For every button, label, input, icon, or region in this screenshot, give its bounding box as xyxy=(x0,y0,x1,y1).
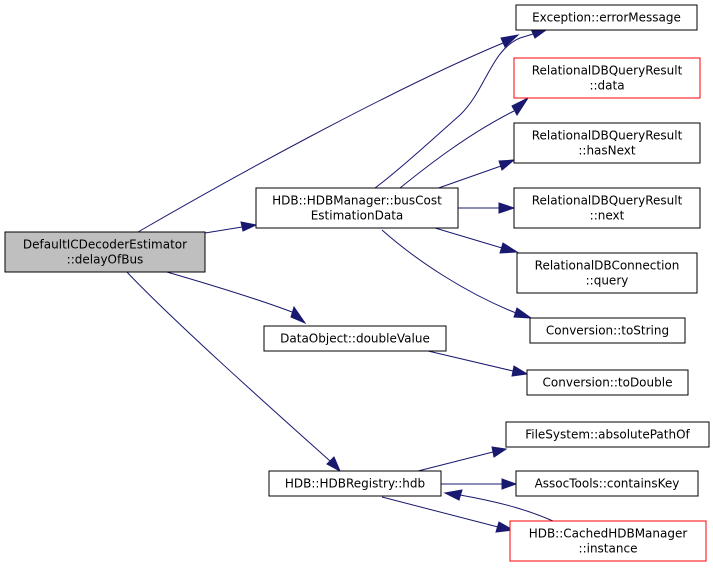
node-double-value[interactable]: DataObject::doubleValue xyxy=(263,325,447,352)
node-box xyxy=(268,470,442,497)
node-label-line: DataObject::doubleValue xyxy=(280,332,430,346)
edge-line xyxy=(374,33,534,189)
edge-arrowhead xyxy=(240,221,258,232)
edge-arrowhead xyxy=(500,34,520,48)
node-box xyxy=(526,369,689,396)
node-label-line: HDB::HDBRegistry::hdb xyxy=(285,477,425,491)
edge-line xyxy=(427,350,514,372)
edge-line xyxy=(137,42,504,233)
edge-arrowhead xyxy=(495,521,515,533)
edge-arrowhead xyxy=(501,478,518,490)
node-label-line: EstimationData xyxy=(311,209,404,223)
edge-line xyxy=(159,269,293,313)
node-label-line: DefaultICDecoderEstimator xyxy=(23,238,187,252)
edge-delay-of-bus-to-double-value xyxy=(159,269,307,325)
edge-line xyxy=(399,110,515,189)
edge-line xyxy=(429,165,502,192)
node-box xyxy=(515,4,698,31)
node-contains-key[interactable]: AssocTools::containsKey xyxy=(515,470,699,497)
node-label-line: RelationalDBQueryResult xyxy=(532,194,683,208)
edges-layer xyxy=(124,28,554,533)
node-box xyxy=(513,122,701,164)
node-error-message[interactable]: Exception::errorMessage xyxy=(515,4,698,31)
node-label-line: ::instance xyxy=(579,542,638,556)
edge-line xyxy=(459,494,554,522)
node-box xyxy=(513,57,701,99)
edge-double-value-to-to-double xyxy=(427,350,529,377)
node-box xyxy=(505,421,710,448)
node-label-line: HDB::HDBManager::busCost xyxy=(272,194,442,208)
edge-bus-cost-estimation-data-to-connection-query xyxy=(434,227,519,254)
edge-line xyxy=(124,269,331,462)
node-label-line: FileSystem::absolutePathOf xyxy=(525,428,690,442)
edge-hdb-to-absolute-path-of xyxy=(417,446,508,472)
edge-line xyxy=(381,496,499,528)
node-label-line: RelationalDBConnection xyxy=(535,259,680,273)
edge-delay-of-bus-to-hdb xyxy=(124,269,342,473)
node-cached-instance[interactable]: HDB::CachedHDBManager::instance xyxy=(509,520,707,562)
node-connection-query[interactable]: RelationalDBConnection::query xyxy=(516,252,698,294)
node-query-result-next[interactable]: RelationalDBQueryResult::next xyxy=(513,187,701,229)
node-delay-of-bus: DefaultICDecoderEstimator::delayOfBus xyxy=(4,231,206,273)
edge-line xyxy=(434,227,503,249)
node-label-line: ::query xyxy=(586,274,629,288)
node-to-string[interactable]: Conversion::toString xyxy=(529,317,686,344)
node-label-line: Conversion::toString xyxy=(546,324,669,338)
node-label-line: ::hasNext xyxy=(578,144,636,158)
edge-hdb-to-cached-instance xyxy=(381,496,515,533)
node-label-line: Exception::errorMessage xyxy=(532,11,681,25)
edge-bus-cost-estimation-data-to-error-message xyxy=(374,28,548,189)
node-box xyxy=(516,252,698,294)
node-box xyxy=(513,187,701,229)
edge-bus-cost-estimation-data-to-to-string xyxy=(381,229,533,319)
node-to-double[interactable]: Conversion::toDouble xyxy=(526,369,689,396)
node-box xyxy=(515,470,699,497)
edge-cached-instance-to-hdb xyxy=(443,489,554,522)
edge-arrowhead xyxy=(513,307,533,319)
edge-arrowhead xyxy=(511,96,530,116)
node-label-line: ::delayOfBus xyxy=(67,253,144,267)
edge-bus-cost-estimation-data-to-query-result-next xyxy=(458,202,516,214)
edge-arrowhead xyxy=(511,365,529,377)
edge-bus-cost-estimation-data-to-query-result-has-next xyxy=(429,159,516,192)
node-label-line: RelationalDBQueryResult xyxy=(532,129,683,143)
node-hdb[interactable]: HDB::HDBRegistry::hdb xyxy=(268,470,442,497)
edge-delay-of-bus-to-error-message xyxy=(137,34,520,233)
node-box xyxy=(263,325,447,352)
node-label-line: ::next xyxy=(590,209,625,223)
edge-line xyxy=(417,451,494,472)
edge-arrowhead xyxy=(290,305,307,325)
node-query-result-has-next[interactable]: RelationalDBQueryResult::hasNext xyxy=(513,122,701,164)
edge-arrowhead xyxy=(326,456,342,473)
node-query-result-data[interactable]: RelationalDBQueryResult::data xyxy=(513,57,701,99)
edge-bus-cost-estimation-data-to-query-result-data xyxy=(399,96,530,189)
node-box xyxy=(4,231,206,273)
node-label-line: Conversion::toDouble xyxy=(543,376,673,390)
node-box xyxy=(529,317,686,344)
edge-line xyxy=(204,226,243,234)
edge-arrowhead xyxy=(498,202,516,214)
edge-line xyxy=(381,229,517,314)
node-box xyxy=(509,520,707,562)
node-label-line: HDB::CachedHDBManager xyxy=(529,527,688,541)
edge-delay-of-bus-to-bus-cost-estimation-data xyxy=(204,221,258,234)
node-absolute-path-of[interactable]: FileSystem::absolutePathOf xyxy=(505,421,710,448)
node-label-line: RelationalDBQueryResult xyxy=(532,64,683,78)
nodes-layer: DefaultICDecoderEstimator::delayOfBusHDB… xyxy=(4,4,710,562)
node-label-line: AssocTools::containsKey xyxy=(535,477,680,491)
node-label-line: ::data xyxy=(589,79,624,93)
edge-arrowhead xyxy=(499,242,519,254)
node-box xyxy=(255,187,459,229)
edge-hdb-to-contains-key xyxy=(441,478,518,490)
edge-arrowhead xyxy=(443,489,463,501)
edge-arrowhead xyxy=(491,446,508,458)
edge-arrowhead xyxy=(498,159,516,171)
